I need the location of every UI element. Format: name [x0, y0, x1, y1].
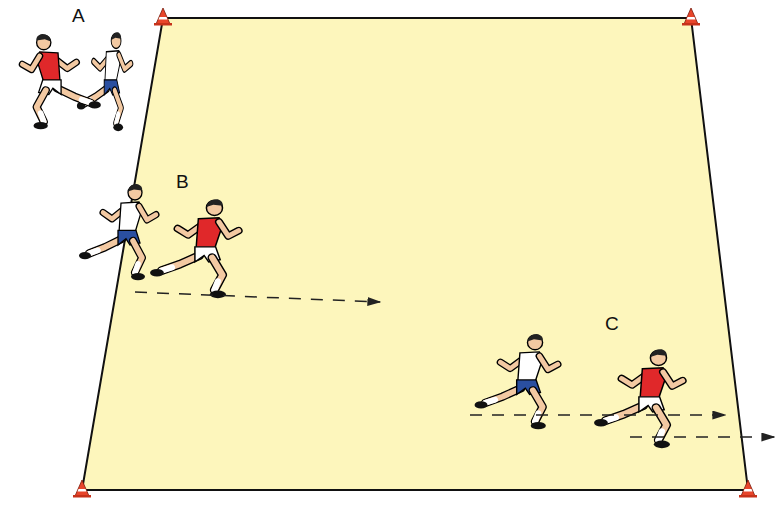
player-red — [594, 349, 683, 448]
player-red — [22, 34, 101, 129]
pitch-area — [82, 18, 748, 490]
run-arrow — [470, 414, 725, 416]
group-label: B — [176, 172, 189, 191]
cone — [682, 8, 700, 26]
run-arrow — [135, 292, 380, 302]
player-white — [79, 184, 156, 280]
cone — [154, 8, 172, 26]
group-label: A — [72, 6, 85, 25]
player-red — [150, 199, 239, 298]
player-white — [77, 32, 131, 131]
run-arrow — [630, 436, 774, 438]
cone — [739, 480, 757, 498]
group-label: C — [605, 314, 619, 333]
cone — [73, 480, 91, 498]
